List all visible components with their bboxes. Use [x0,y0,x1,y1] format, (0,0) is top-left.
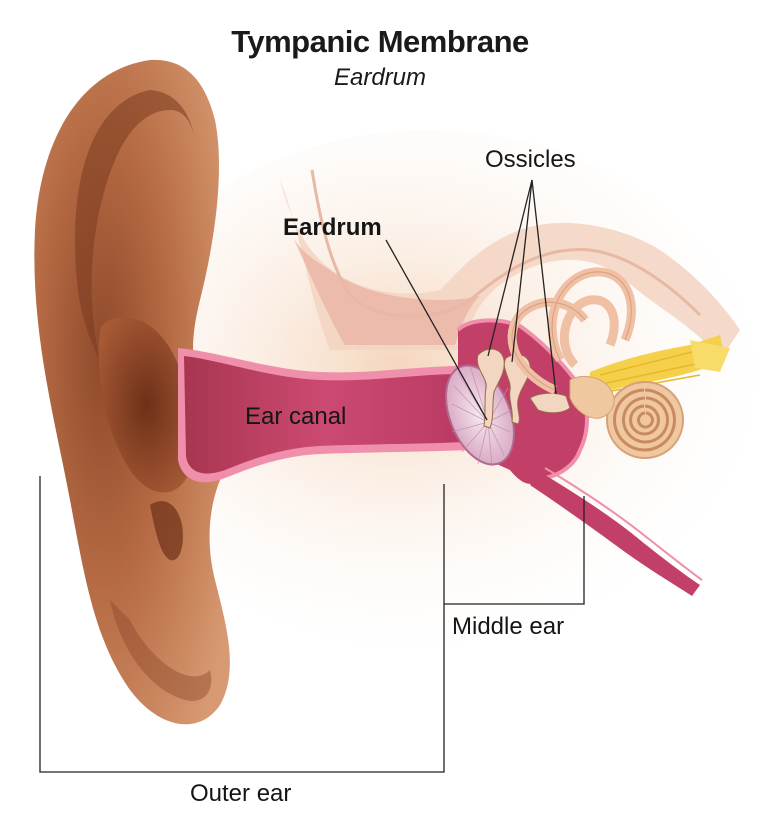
vestibular-nerve [588,335,730,396]
ossicles-leader-malleus [487,179,533,357]
tragus [150,501,183,561]
pinna-helix [75,90,195,360]
label-middle-ear: Middle ear [452,613,565,640]
semicircular-canals-outline [511,271,632,391]
concha [98,317,195,493]
label-eardrum: Eardrum [283,214,382,241]
diagram-subtitle: Eardrum [333,64,427,91]
label-ear-canal: Ear canal [245,403,347,430]
middle-ear-bracket [444,496,585,605]
eustachian-tube-edge [544,467,703,581]
outer-ear-bracket [39,476,445,773]
stapes [529,392,571,414]
label-ossicles: Ossicles [485,146,576,173]
brackets [39,476,585,773]
leader-lines [385,179,557,421]
ossicles-leader-stapes [531,179,557,395]
ear-canal [184,356,466,474]
bone-outline [310,169,702,318]
bone-texture [292,235,480,345]
eustachian-tube [530,472,700,596]
diagram-title: Tympanic Membrane [231,24,529,59]
ossicles-leader-incus [511,179,533,363]
label-outer-ear: Outer ear [190,780,292,807]
malleus [476,348,505,429]
vestibule [569,376,615,419]
eardrum-leader [385,239,488,421]
earlobe-shade [110,600,212,701]
cochlea [606,381,684,459]
